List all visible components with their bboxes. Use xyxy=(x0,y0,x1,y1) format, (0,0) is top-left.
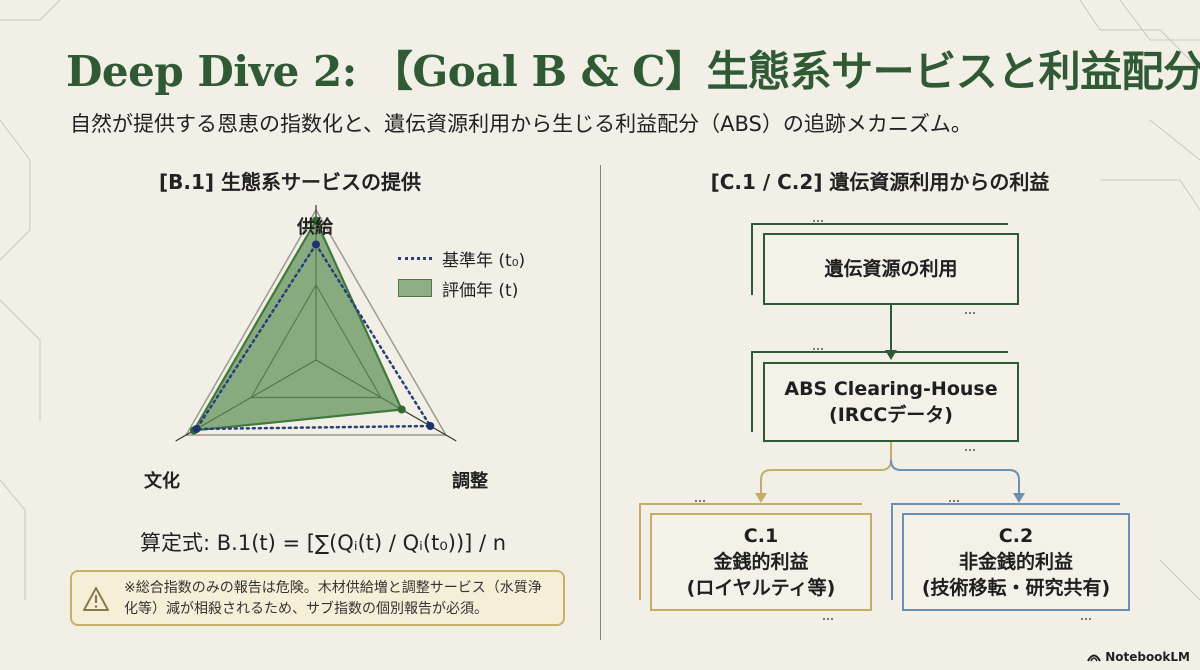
radar-chart: 供給 調整 文化 xyxy=(144,205,488,492)
watermark-text: NotebookLM xyxy=(1105,650,1190,664)
dotted-line-swatch xyxy=(398,256,432,260)
fill-swatch xyxy=(398,279,432,297)
legend-evaluation-label: 評価年 (t) xyxy=(442,280,519,301)
warning-triangle-icon xyxy=(83,587,109,611)
radar-point-s1-0 xyxy=(312,216,320,225)
legend-baseline: 基準年 (t₀) xyxy=(398,243,525,273)
radar-series xyxy=(189,216,435,435)
page-title: Deep Dive 2: 【Goal B & C】生態系サービスと利益配分 xyxy=(66,47,1200,96)
column-divider xyxy=(600,165,601,640)
formula-text: 算定式: B.1(t) = [∑(Qᵢ(t) / Qᵢ(t₀))] / n xyxy=(140,531,507,555)
radar-point-s1-1 xyxy=(397,405,406,414)
box3-line2: 金銭的利益 xyxy=(713,551,809,573)
axis-label-cultural: 文化 xyxy=(144,470,180,492)
radar-legend: 基準年 (t₀) 評価年 (t) xyxy=(398,243,525,303)
box3-line1: C.1 xyxy=(743,525,779,547)
warning-text: ※総合指数のみの報告は危険。木材供給増と調整サービス（水質浄化等）減が相殺される… xyxy=(124,580,542,617)
page-subtitle: 自然が提供する恩恵の指数化と、遺伝資源利用から生じる利益配分（ABS）の追跡メカ… xyxy=(70,112,972,136)
flow-box-monetary-benefits: C.1 金銭的利益 (ロイヤルティ等) xyxy=(650,513,872,611)
box4-line3: (技術移転・研究共有) xyxy=(921,577,1111,599)
box2-line2: (IRCCデータ) xyxy=(829,404,953,426)
warning-callout: ※総合指数のみの報告は危険。木材供給増と調整サービス（水質浄化等）減が相殺される… xyxy=(70,570,565,626)
flow-box-genetic-resources: 遺伝資源の利用 xyxy=(763,233,1019,305)
flow-box-non-monetary-benefits: C.2 非金銭的利益 (技術移転・研究共有) xyxy=(902,513,1130,611)
radar-point-s0-2 xyxy=(192,425,201,433)
box4-line2: 非金銭的利益 xyxy=(958,551,1073,573)
section-c-title: [C.1 / C.2] 遺伝資源利用からの利益 xyxy=(710,170,1050,194)
radar-point-s0-1 xyxy=(426,422,435,430)
legend-baseline-label: 基準年 (t₀) xyxy=(442,250,526,271)
radar-series-1-area xyxy=(191,218,404,432)
box1-label: 遺伝資源の利用 xyxy=(824,258,958,280)
radar-series-0-area xyxy=(194,242,433,431)
flow-box-abs-clearing-house: ABS Clearing-House (IRCCデータ) xyxy=(763,362,1019,442)
box4-line1: C.2 xyxy=(998,525,1034,547)
axis-label-regulating: 調整 xyxy=(452,470,488,492)
notebooklm-watermark: NotebookLM xyxy=(1087,650,1190,664)
radar-grid-ring-0 xyxy=(184,208,448,436)
legend-evaluation: 評価年 (t) xyxy=(398,273,525,303)
section-b-title: [B.1] 生態系サービスの提供 xyxy=(158,170,421,194)
box2-line1: ABS Clearing-House xyxy=(784,378,998,400)
notebooklm-logo-icon xyxy=(1087,654,1102,662)
box3-line3: (ロイヤルティ等) xyxy=(686,577,836,599)
radar-point-s0-0 xyxy=(312,240,320,249)
axis-label-supply: 供給 xyxy=(296,216,334,238)
